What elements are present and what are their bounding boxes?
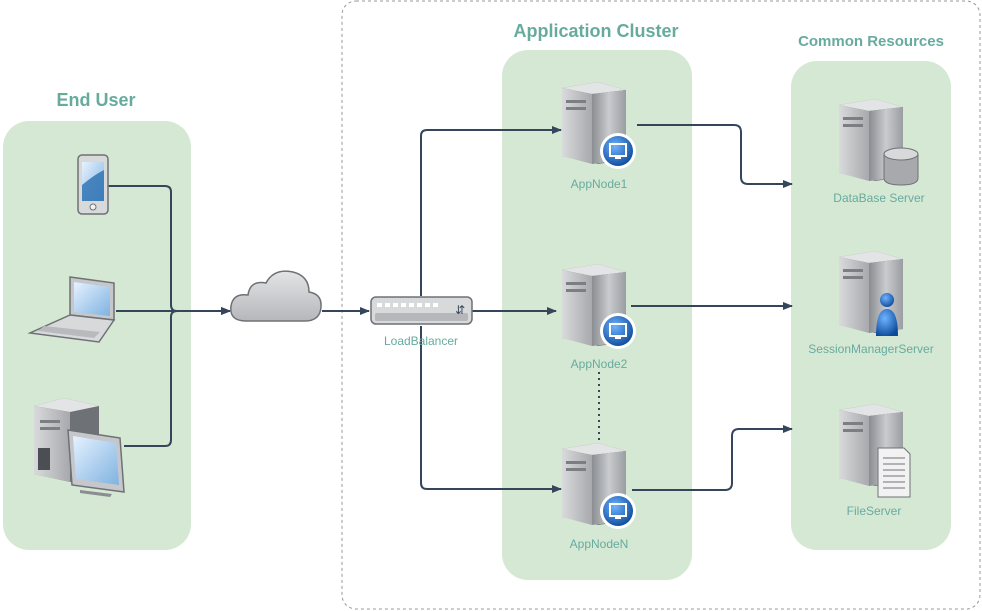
cluster-boundary: [341, 0, 981, 610]
cloud-icon: [230, 270, 322, 322]
app-node-2-label: AppNode2: [571, 357, 628, 371]
file-server-label: FileServer: [847, 504, 902, 518]
edge-appN-file: [632, 425, 793, 491]
desktop-computer-icon: [34, 398, 125, 497]
edge-balancer-appN: [420, 326, 562, 493]
db-server-label: DataBase Server: [833, 191, 924, 205]
edge-app1-db: [637, 124, 793, 188]
tablet-icon: [77, 154, 109, 215]
app-node-n-label: AppNodeN: [570, 537, 629, 551]
app-node-1-icon: [562, 82, 636, 169]
app-node-1-label: AppNode1: [571, 177, 628, 191]
database-server-icon: [839, 99, 919, 186]
svg-text:⇵: ⇵: [455, 303, 465, 317]
app-node-2-icon: [562, 264, 636, 349]
laptop-icon: [27, 276, 116, 343]
cluster-title: Application Cluster: [513, 21, 678, 41]
app-node-n-icon: [562, 443, 636, 529]
session-server-icon: [839, 251, 903, 336]
network-switch-icon: ⇵: [370, 296, 473, 325]
edge-desktop-cloud: [124, 307, 231, 447]
file-server-icon: [839, 404, 911, 498]
edge-balancer-app1: [420, 126, 562, 296]
resources-title: Common Resources: [798, 33, 944, 50]
session-server-label: SessionManagerServer: [808, 342, 933, 356]
load-balancer-label: LoadBalancer: [384, 334, 458, 348]
end-user-title: End User: [56, 90, 135, 110]
